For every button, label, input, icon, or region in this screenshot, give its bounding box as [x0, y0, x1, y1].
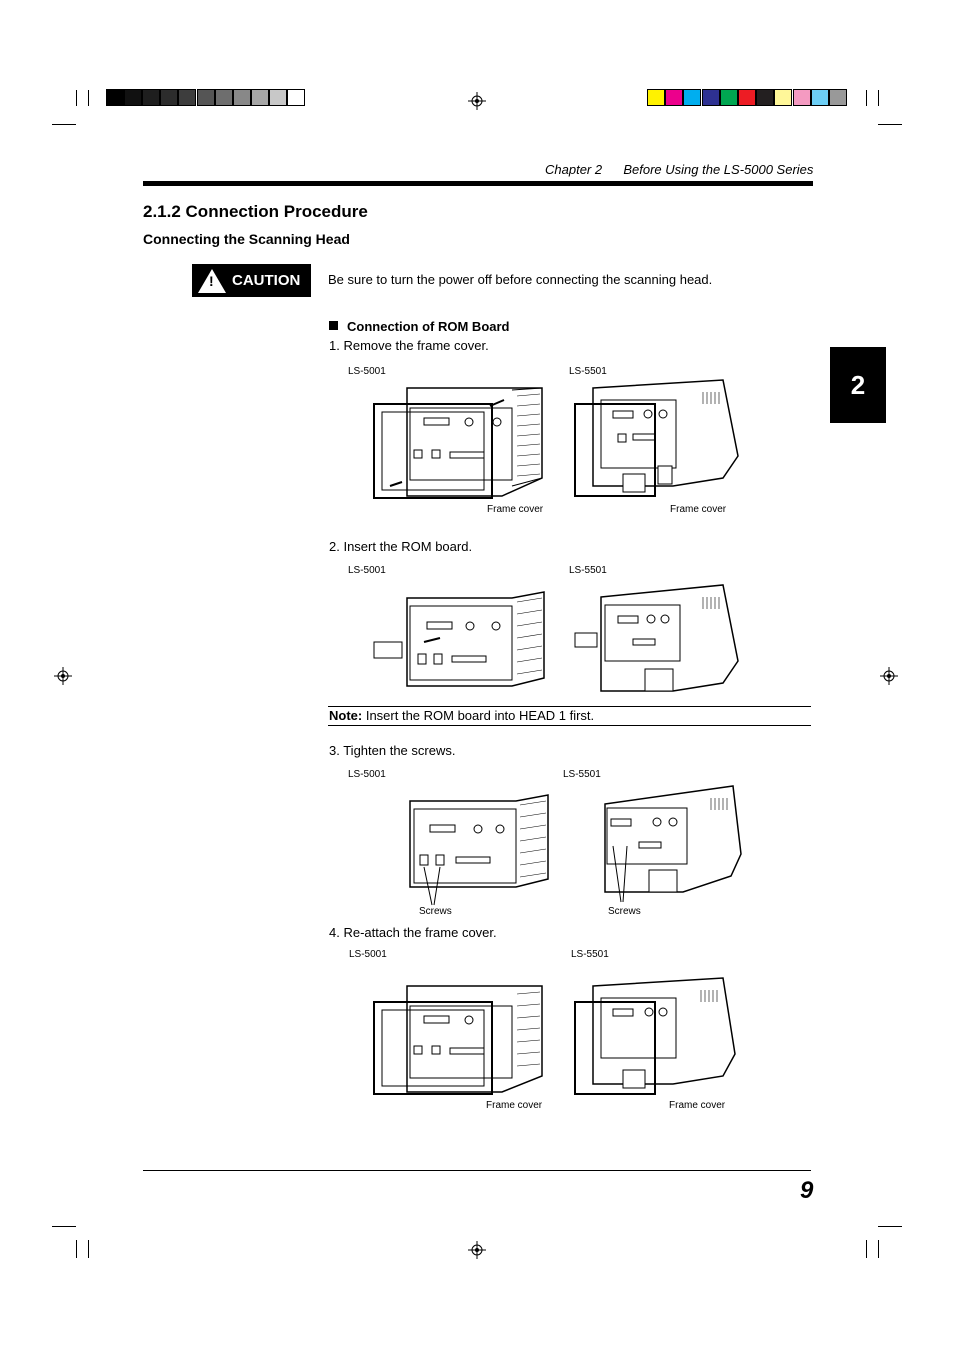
model-label: LS-5501 — [569, 565, 607, 576]
running-header: Chapter 2 Before Using the LS-5000 Serie… — [545, 162, 813, 177]
color-swatch — [738, 89, 756, 106]
chapter-title: Before Using the LS-5000 Series — [623, 162, 814, 177]
chapter-label: Chapter 2 — [545, 162, 603, 177]
warning-icon: ! — [198, 268, 226, 293]
note: Note: Insert the ROM board into HEAD 1 f… — [329, 708, 594, 723]
callout-label: Frame cover — [669, 1100, 726, 1111]
caution-label: CAUTION — [232, 272, 301, 289]
model-label: LS-5501 — [569, 366, 607, 377]
model-label: LS-5001 — [348, 769, 386, 780]
registration-target-icon — [468, 1241, 486, 1259]
footer-rule — [143, 1170, 811, 1171]
ls5001-tighten-screws-figure — [409, 794, 549, 906]
model-label: LS-5001 — [349, 949, 387, 960]
header-rule — [143, 181, 813, 186]
color-swatch — [665, 89, 684, 106]
color-swatch — [683, 89, 702, 106]
callout-label: Screws — [608, 906, 641, 917]
ls5501-remove-cover-figure — [574, 379, 739, 497]
step-1: 1. Remove the frame cover. — [329, 338, 489, 353]
color-swatch — [829, 89, 847, 106]
color-swatch — [756, 89, 775, 106]
step-4: 4. Re-attach the frame cover. — [329, 925, 497, 940]
color-swatch — [160, 89, 179, 106]
model-label: LS-5501 — [571, 949, 609, 960]
caution-badge: ! CAUTION — [192, 264, 311, 297]
model-label: LS-5501 — [563, 769, 601, 780]
bullet-square-icon — [329, 321, 338, 330]
color-swatch — [268, 89, 287, 106]
model-label: LS-5001 — [348, 366, 386, 377]
color-swatch — [124, 89, 143, 106]
callout-label: Screws — [419, 906, 452, 917]
ls5501-tighten-screws-figure — [604, 785, 742, 903]
ls5001-insert-rom-figure — [373, 591, 545, 687]
caution-text: Be sure to turn the power off before con… — [328, 272, 713, 287]
ls5501-reattach-cover-figure — [574, 977, 736, 1095]
color-swatch — [719, 89, 738, 106]
color-swatch — [701, 89, 720, 106]
step-3: 3. Tighten the screws. — [329, 743, 456, 758]
section-title: 2.1.2 Connection Procedure — [143, 202, 368, 221]
callout-label: Frame cover — [487, 504, 544, 515]
registration-target-icon — [880, 667, 898, 685]
step-2: 2. Insert the ROM board. — [329, 539, 473, 554]
note-rule-bottom — [328, 725, 811, 726]
callout-label: Frame cover — [670, 504, 727, 515]
registration-target-icon — [54, 667, 72, 685]
color-swatch — [106, 89, 124, 106]
note-label: Note: — [329, 708, 363, 723]
ls5501-insert-rom-figure — [574, 584, 739, 692]
color-swatch — [810, 89, 829, 106]
color-swatch — [178, 89, 197, 106]
note-text: Insert the ROM board into HEAD 1 first. — [362, 708, 595, 723]
color-swatch — [196, 89, 215, 106]
ls5001-reattach-cover-figure — [373, 985, 543, 1095]
chapter-tab: 2 — [830, 347, 886, 423]
color-swatch — [774, 89, 793, 106]
note-rule-top — [328, 706, 811, 707]
subsection-title: Connecting the Scanning Head — [143, 231, 350, 247]
color-swatch — [250, 89, 269, 106]
model-label: LS-5001 — [348, 565, 386, 576]
rom-heading: Connection of ROM Board — [347, 319, 510, 334]
callout-label: Frame cover — [486, 1100, 543, 1111]
color-swatch — [142, 89, 161, 106]
color-swatch — [232, 89, 251, 106]
page-number: 9 — [800, 1177, 814, 1204]
color-swatch — [214, 89, 233, 106]
color-swatch — [287, 89, 305, 106]
ls5001-remove-cover-figure — [373, 387, 543, 499]
color-swatch — [647, 89, 665, 106]
registration-target-icon — [468, 92, 486, 110]
color-swatch — [792, 89, 811, 106]
